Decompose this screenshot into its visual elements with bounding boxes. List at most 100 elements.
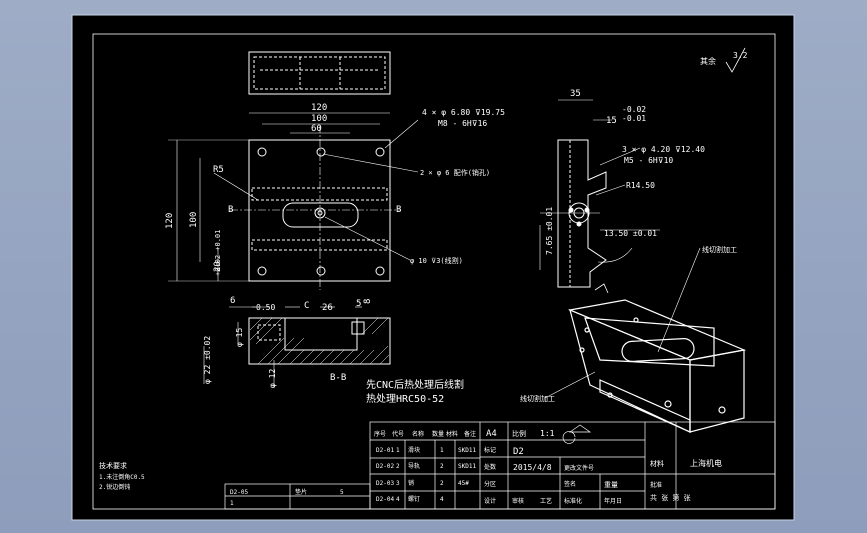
parts-mat-0: SKD11 bbox=[458, 447, 476, 454]
heat-treat-2: 热处理HRC50-52 bbox=[366, 392, 444, 405]
sec-26: 26 bbox=[322, 303, 333, 313]
sec-6: 6 bbox=[230, 296, 235, 306]
row-label-1: 处数 bbox=[484, 463, 496, 471]
parts-row-1: D2-02 bbox=[376, 463, 394, 470]
dim-side-15: 15 bbox=[606, 116, 617, 126]
row-label-b-2: 工艺 bbox=[540, 497, 552, 505]
dimension-labels: 120 100 60 120 100 20 +0.02 +0.01 R5 B B… bbox=[165, 89, 705, 388]
side-view bbox=[539, 99, 660, 294]
date: 2015/4/8 bbox=[513, 463, 552, 472]
tech-req-line-2: 2.锐边倒钝 bbox=[99, 483, 130, 491]
slot-callout: φ 10 ⊽3(线割) bbox=[410, 256, 463, 265]
dim-front-height: 120 bbox=[165, 213, 175, 229]
parts-note-4: 5 bbox=[340, 489, 344, 496]
parts-note-2: 3 bbox=[396, 480, 400, 487]
side-hole-2: M5 - 6H⊽10 bbox=[624, 156, 673, 165]
row-label-3: 更改文件号 bbox=[564, 464, 594, 472]
row-label-0: 标记 bbox=[484, 446, 496, 454]
title-block-grid bbox=[224, 421, 776, 510]
row-label-b-1: 审核 bbox=[512, 497, 524, 505]
section-label: B-B bbox=[330, 373, 346, 383]
sheet-size: A4 bbox=[486, 429, 497, 439]
parts-mat-2: 45# bbox=[458, 480, 469, 487]
parts-row-3: D2-04 bbox=[376, 496, 394, 503]
parts-header-2: 名称 bbox=[412, 430, 424, 438]
sheets-label: 共 张 第 张 bbox=[650, 493, 691, 502]
pin-callout: 2 × φ 6 配作(销孔) bbox=[420, 168, 490, 177]
parts-row-2: D2-03 bbox=[376, 480, 394, 487]
roughness-icon bbox=[725, 47, 746, 73]
parts-table: 序号 代号 名称 数量 材料 备注 D2-01 D2-02 D2-03 D2-0… bbox=[230, 430, 476, 507]
heat-treat-1: 先CNC后热处理后线割 bbox=[366, 378, 464, 391]
drawing-sheet bbox=[71, 14, 795, 521]
parts-row-5-b: 垫片 bbox=[295, 488, 307, 496]
dim-side-tol-1: -0.02 bbox=[622, 105, 646, 114]
dim-b-right: B bbox=[396, 205, 401, 215]
drawing-no: D2 bbox=[513, 447, 524, 457]
dim-side-tol-2: -0.01 bbox=[622, 114, 646, 123]
row-label-b-3: 标准化 bbox=[564, 497, 582, 505]
dim-front-offset: 20 bbox=[213, 261, 223, 272]
dim-front-inner-height: 100 bbox=[189, 212, 199, 228]
sec-050: 0.50 bbox=[256, 303, 275, 312]
row-label-4: 签名 bbox=[564, 480, 576, 488]
side-hole-1: 3 × φ 4.20 ⊽12.40 bbox=[622, 145, 705, 154]
isometric-view bbox=[544, 247, 747, 433]
view-label-c: C bbox=[304, 301, 309, 311]
parts-note-3: 4 bbox=[396, 496, 400, 503]
sec-8: 8 bbox=[363, 299, 373, 304]
parts-qty-4: 1 bbox=[230, 500, 234, 507]
hole-callout-2: M8 - 6H⊽16 bbox=[438, 119, 487, 128]
leader-top-right: 线切割加工 bbox=[702, 245, 737, 254]
material-label: 材料 bbox=[650, 459, 664, 468]
parts-header-4: 材料 bbox=[446, 430, 458, 438]
tech-req-title: 技术要求 bbox=[99, 461, 127, 470]
roughness-value: 3.2 bbox=[733, 51, 748, 60]
side-765: 7.65 ±0.01 bbox=[545, 207, 554, 255]
parts-qty-0: 1 bbox=[440, 447, 444, 454]
parts-header-0: 序号 bbox=[374, 430, 386, 438]
roughness-label: 其余 bbox=[700, 56, 716, 66]
tech-req-line-1: 1.未注倒角C0.5 bbox=[99, 473, 145, 481]
dim-r5: R5 bbox=[213, 165, 224, 175]
scale: 1:1 bbox=[540, 429, 555, 438]
sec-12: φ 12 bbox=[268, 369, 277, 388]
row-label-2: 分区 bbox=[484, 480, 496, 488]
scale-label: 比例 bbox=[512, 429, 526, 438]
sec-22: φ 22 ±0.02 bbox=[203, 336, 212, 384]
parts-row-0: D2-01 bbox=[376, 447, 394, 454]
sec-15: φ 15 bbox=[235, 328, 244, 347]
parts-header-1: 代号 bbox=[392, 430, 404, 438]
front-view bbox=[168, 51, 419, 290]
row-label-b-4: 批准 bbox=[650, 481, 662, 489]
parts-header-5: 备注 bbox=[464, 430, 476, 438]
company: 上海机电 bbox=[690, 458, 722, 468]
parts-row-5: D2-05 bbox=[230, 489, 248, 496]
parts-qty-1: 2 bbox=[440, 463, 444, 470]
dim-front-holes: 60 bbox=[311, 124, 322, 134]
title-block: A4 比例 1:1 D2 2015/4/8 上海机电 材料 重量 共 张 第 张… bbox=[484, 429, 722, 505]
parts-mat-1: SKD11 bbox=[458, 463, 476, 470]
row-label-b-0: 设计 bbox=[484, 497, 496, 505]
parts-qty-3: 4 bbox=[440, 496, 444, 503]
parts-note-0: 1 bbox=[396, 447, 400, 454]
leader-bottom: 线切割加工 bbox=[520, 394, 555, 403]
side-1350: 13.50 ±0.01 bbox=[604, 229, 657, 238]
parts-row-4-b: 导轨 bbox=[408, 462, 420, 470]
sec-5: 5 bbox=[356, 299, 361, 309]
parts-header-3: 数量 bbox=[432, 430, 444, 438]
parts-row-4-d: 螺钉 bbox=[408, 495, 420, 503]
dim-front-inner: 100 bbox=[311, 114, 327, 124]
parts-qty-2: 2 bbox=[440, 480, 444, 487]
section-view bbox=[203, 306, 391, 388]
dim-side-width: 35 bbox=[570, 89, 581, 99]
parts-row-4-c: 销 bbox=[408, 479, 414, 487]
note-labels: B-B C 先CNC后热处理后线割 热处理HRC50-52 其余 3.2 技术要… bbox=[99, 51, 748, 491]
dim-b-left: B bbox=[228, 205, 233, 215]
parts-note-1: 2 bbox=[396, 463, 400, 470]
dim-tol: +0.02 +0.01 bbox=[214, 230, 222, 276]
row-label-5: 年月日 bbox=[604, 497, 622, 505]
side-r: R14.50 bbox=[626, 181, 655, 190]
